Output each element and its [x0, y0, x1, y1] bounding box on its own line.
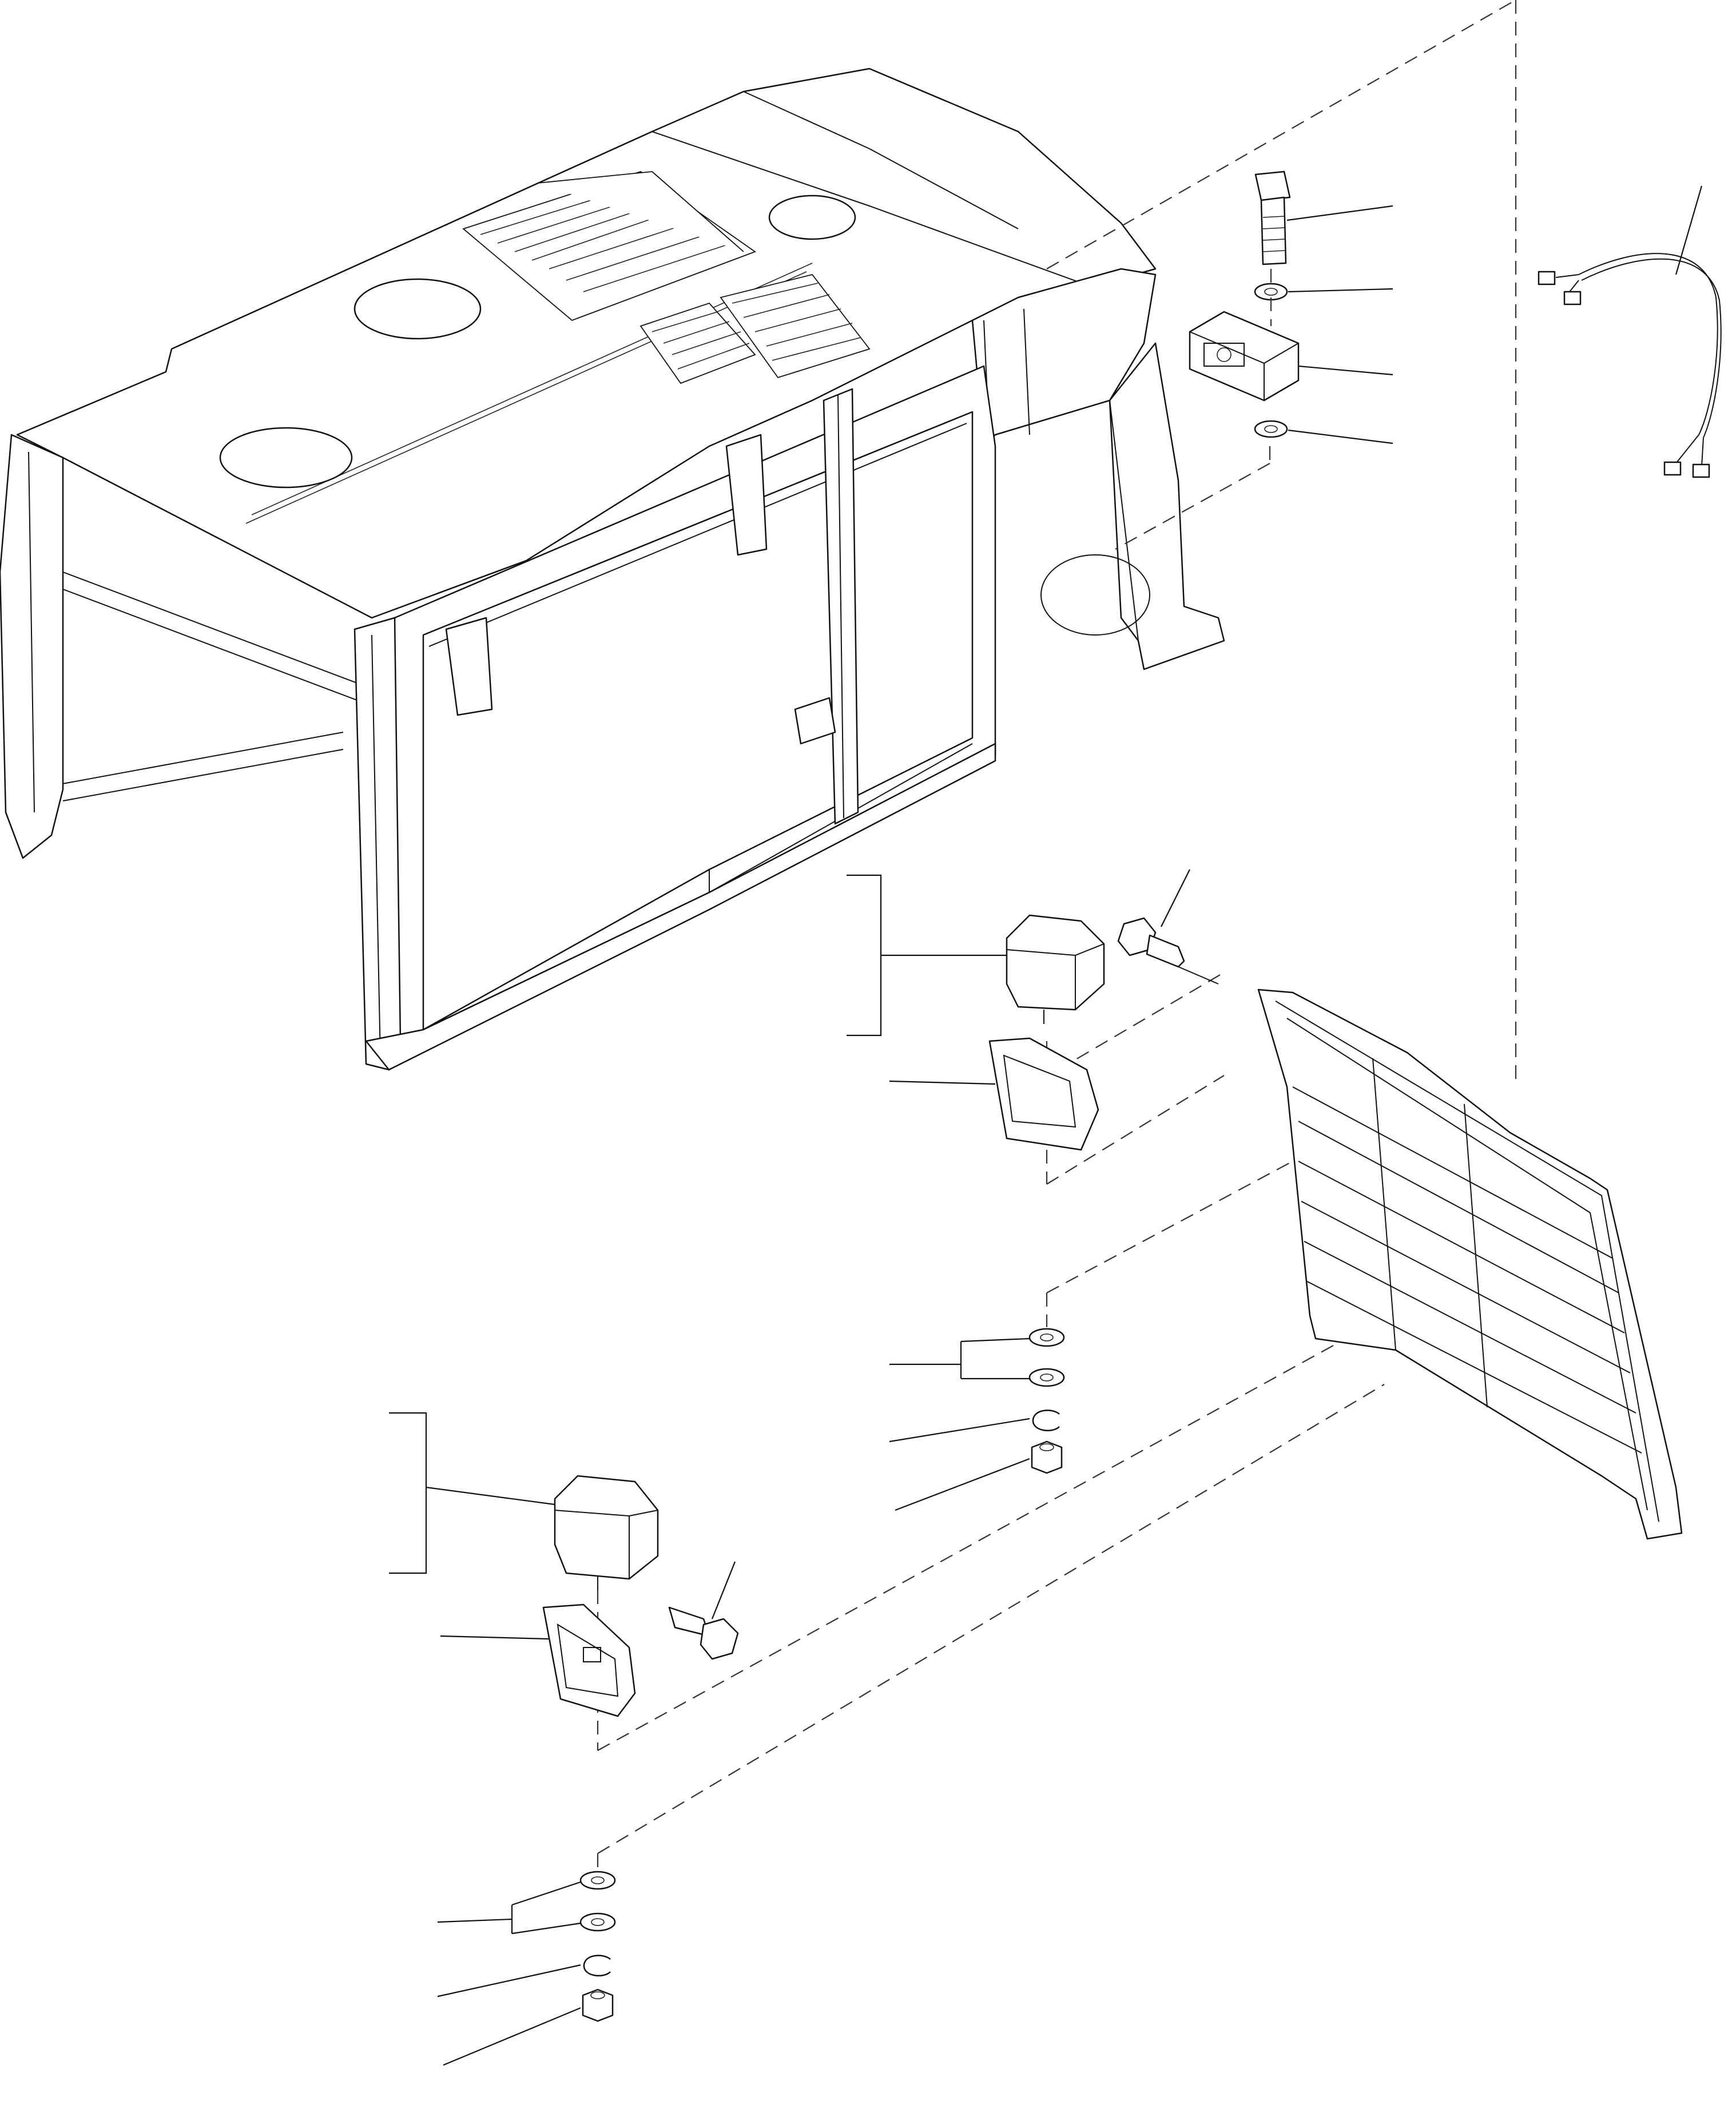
- grille-louvers: [1292, 1058, 1642, 1454]
- hood-opening-rear: [353, 278, 482, 340]
- right-lamp-bracket: [988, 1037, 1099, 1151]
- hood-opening-left: [219, 427, 353, 489]
- hood-right-pillar: [1109, 342, 1225, 670]
- hood-frame-assembly: [0, 68, 1225, 1071]
- left-hardware-stack: [579, 1871, 616, 2022]
- right-hardware-stack: [1028, 1328, 1065, 1474]
- upper-washer: [1254, 283, 1288, 301]
- right-work-lamp: [1006, 914, 1105, 1024]
- left-lamp-bracket: [542, 1603, 636, 1717]
- left-lamp-screw: [668, 1606, 739, 1660]
- hood-opening-front: [768, 194, 856, 240]
- lower-washer: [1254, 420, 1288, 438]
- latch-block: [1189, 311, 1300, 402]
- right-lamp-screw: [1117, 917, 1219, 984]
- left-work-lamp: [554, 1475, 659, 1590]
- front-grille: [1257, 988, 1683, 1540]
- hood-vent-slots: [462, 171, 871, 384]
- hex-bolt: [1254, 170, 1291, 265]
- callout-leaders: [389, 185, 1703, 2066]
- wiring-harness: [1538, 253, 1722, 478]
